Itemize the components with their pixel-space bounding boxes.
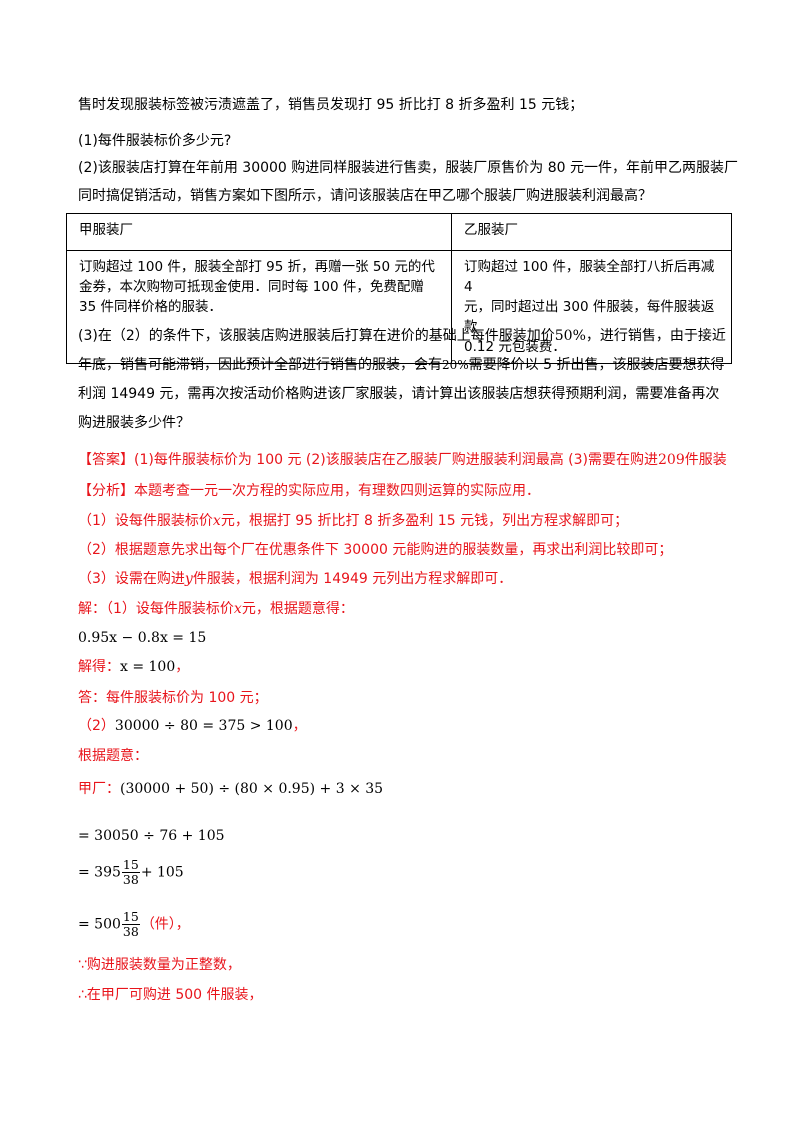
jia-calculation: 甲厂：(30000 + 50) ÷ (80 × 0.95) + 3 × 35 xyxy=(78,781,384,797)
yi-line: 元，同时超过出 300 件服装，每件服装返款 xyxy=(464,299,715,335)
jia-line: 金券，本次购物可抵现金使用．同时每 100 件，免费配赠 xyxy=(79,279,424,295)
jia-line: 35 件同样价格的服装． xyxy=(79,299,222,315)
question-1: (1)每件服装标价多少元? xyxy=(78,133,232,149)
analysis-label: 【分析】 xyxy=(78,483,134,499)
equation-5: = 30050 ÷ 76 + 105 xyxy=(78,828,225,844)
question-3-line-2: 年底，销售可能滞销，因此预计全部进行销售的服装，会有20%需要降价以 5 折出售… xyxy=(78,357,725,373)
table-cell-yi: 订购超过 100 件，服装全部打八折后再减 4 元，同时超过出 300 件服装，… xyxy=(451,250,732,364)
analysis-line: 【分析】本题考查一元一次方程的实际应用，有理数四则运算的实际应用． xyxy=(78,483,540,499)
table-header-jia: 甲服装厂 xyxy=(66,213,452,251)
solve-line: 解得：x = 100， xyxy=(78,659,190,675)
answer-label: 【答案】 xyxy=(78,452,134,468)
question-3-line-3: 利润 14949 元，需再次按活动价格购进该厂家服装，请计算出该服装店想获得预期… xyxy=(78,386,720,402)
promotion-table: 甲服装厂 乙服装厂 订购超过 100 件，服装全部打 95 折，再赠一张 50 … xyxy=(66,213,732,364)
by-meaning: 根据题意： xyxy=(78,748,148,764)
jia-line: 订购超过 100 件，服装全部打 95 折，再赠一张 50 元的代 xyxy=(79,259,435,275)
question-2-line-2: 同时搞促销活动，销售方案如下图所示，请问该服装店在甲乙哪个服装厂购进服装利润最高… xyxy=(78,188,652,204)
question-3-line-1: (3)在（2）的条件下，该服装店购进服装后打算在进价的基础上每件服装加价50%，… xyxy=(78,328,726,344)
part-2-line: （2）30000 ÷ 80 = 375 > 100， xyxy=(78,718,307,734)
analysis-step-3: （3）设需在购进y件服装，根据利润为 14949 元列出方程求解即可． xyxy=(78,571,513,587)
table-header-yi: 乙服装厂 xyxy=(451,213,732,251)
problem-continuation: 售时发现服装标签被污渍遮盖了，销售员发现打 95 折比打 8 折多盈利 15 元… xyxy=(78,97,584,113)
equation-1: 0.95x − 0.8x = 15 xyxy=(78,630,207,646)
because-line: ∵购进服装数量为正整数， xyxy=(78,957,241,973)
solution-intro: 解：（1）设每件服装标价x元，根据题意得： xyxy=(78,601,354,617)
percent-50: 50% xyxy=(554,328,586,344)
yi-line: 0.12 元包装费． xyxy=(464,339,566,355)
question-2-line-1: (2)该服装店打算在年前用 30000 购进同样服装进行售卖，服装厂原售价为 8… xyxy=(78,160,738,176)
answer-line: 【答案】(1)每件服装标价为 100 元 (2)该服装店在乙服装厂购进服装利润最… xyxy=(78,452,727,468)
analysis-step-1: （1）设每件服装标价x元，根据打 95 折比打 8 折多盈利 15 元钱，列出方… xyxy=(78,513,629,529)
analysis-step-2: （2）根据题意先求出每个厂在优惠条件下 30000 元能购进的服装数量，再求出利… xyxy=(78,542,673,558)
therefore-line: ∴在甲厂可购进 500 件服装， xyxy=(78,987,263,1003)
answer-1: 答：每件服装标价为 100 元； xyxy=(78,690,268,706)
percent-20: 20% xyxy=(442,358,469,372)
yi-line: 订购超过 100 件，服装全部打八折后再减 4 xyxy=(464,259,715,295)
question-3-line-4: 购进服装多少件？ xyxy=(78,415,190,431)
table-cell-jia: 订购超过 100 件，服装全部打 95 折，再赠一张 50 元的代 金券，本次购… xyxy=(66,250,452,364)
